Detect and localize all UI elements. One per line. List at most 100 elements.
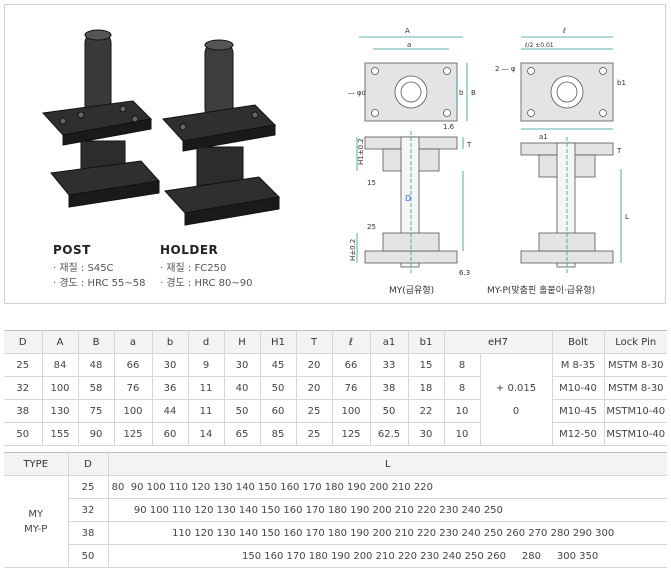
post-caption: POST · 재질 : S45C · 경도 : HRC 55~58: [53, 243, 145, 291]
table-row: 50 150 160 170 180 190 200 210 220 230 2…: [4, 544, 667, 568]
technical-drawing: A a B b 4 — φd H1±0.2 H±0.2 T D 15 25 1.…: [345, 27, 629, 296]
table-cell: 66: [332, 353, 371, 377]
table-row: 50 155 90 125 60 14 65 85 25 125 62.5 30…: [4, 422, 667, 446]
table-cell: 20: [296, 353, 333, 377]
table-cell: 38: [4, 399, 43, 423]
table-cell: 33: [370, 353, 409, 377]
table-cell: [480, 422, 553, 446]
myp-top-view: [520, 36, 614, 130]
table-cell: 100: [114, 399, 153, 423]
table-cell: 50: [260, 376, 297, 400]
table-cell: 44: [152, 399, 189, 423]
table-cell: 84: [42, 353, 79, 377]
table-cell: 15: [408, 353, 445, 377]
col-B: B: [78, 330, 115, 354]
col-A: A: [42, 330, 79, 354]
length-values: 80 90 100 110 120 130 140 150 160 170 18…: [108, 475, 667, 499]
table-cell: 60: [152, 422, 189, 446]
col-bolt: Bolt: [552, 330, 605, 354]
table-cell: 85: [260, 422, 297, 446]
dim-l-half: ℓ/2 ±0.01: [524, 42, 554, 49]
table-cell: 76: [332, 376, 371, 400]
length-values: 150 160 170 180 190 200 210 220 230 240 …: [108, 544, 667, 568]
table-cell: 20: [296, 376, 333, 400]
type-myp: MY-P: [24, 523, 48, 535]
dim-a1: a1: [539, 133, 548, 141]
table-cell: 11: [188, 376, 225, 400]
holder-caption: HOLDER · 재질 : FC250 · 경도 : HRC 80~90: [160, 243, 252, 291]
type-cell: MY MY-P: [4, 475, 69, 568]
table-cell: 45: [260, 353, 297, 377]
table-row: 38 130 75 100 44 11 50 60 25 100 50 22 1…: [4, 399, 667, 423]
table-cell: 50: [370, 399, 409, 423]
table-cell: 38: [68, 521, 109, 545]
dim-25: 25: [367, 223, 376, 231]
table-cell: 10: [444, 422, 481, 446]
table-cell: MSTM10-40: [604, 422, 667, 446]
dim-H: H±0.2: [349, 239, 357, 261]
dim-d: 4 — φd: [345, 89, 366, 97]
col-length-l: L: [108, 452, 667, 476]
table-cell: 76: [114, 376, 153, 400]
dim-16: 1.6: [443, 123, 455, 131]
col-eH7: eH7: [444, 330, 553, 354]
table-cell: 40: [224, 376, 261, 400]
table-cell: 14: [188, 422, 225, 446]
dim-L: L: [625, 213, 629, 221]
holder-hardness: · 경도 : HRC 80~90: [160, 278, 253, 289]
length-table: TYPE D L MY MY-P 25 80 90 100 110 120 13…: [4, 452, 667, 568]
col-H1: H1: [260, 330, 297, 354]
dim-63: 6.3: [459, 269, 470, 277]
post-part: [41, 29, 160, 208]
col-length-d: D: [68, 452, 109, 476]
holder-material: · 재질 : FC250: [160, 263, 227, 274]
table-cell: 10: [444, 399, 481, 423]
table-cell: 25: [4, 353, 43, 377]
table-cell: 22: [408, 399, 445, 423]
table-cell: 66: [114, 353, 153, 377]
my-side-view: [356, 131, 464, 273]
table-cell: 9: [188, 353, 225, 377]
table-cell: 125: [332, 422, 371, 446]
holder-title: HOLDER: [160, 243, 219, 257]
table-cell: 48: [78, 353, 115, 377]
product-panel: POST · 재질 : S45C · 경도 : HRC 55~58 HOLDER…: [4, 4, 666, 304]
table-cell: 18: [408, 376, 445, 400]
table-cell: 32: [4, 376, 43, 400]
table-cell: MSTM 8-30: [604, 353, 667, 377]
col-D: D: [4, 330, 43, 354]
dim-T-right: T: [616, 147, 622, 155]
spec-table: D A B a b d H H1 T ℓ a1 b1 eH7 Bolt Lock…: [4, 330, 667, 446]
table-cell: 32: [68, 498, 109, 522]
dim-B: B: [471, 89, 476, 97]
table-cell: + 0.015: [480, 376, 553, 400]
length-header-row: TYPE D L: [4, 452, 667, 476]
table-cell: 75: [78, 399, 115, 423]
table-cell: MSTM10-40: [604, 399, 667, 423]
col-d: d: [188, 330, 225, 354]
table-cell: 60: [260, 399, 297, 423]
table-row: 25 84 48 66 30 9 30 45 20 66 33 15 8 M 8…: [4, 353, 667, 377]
table-cell: 100: [332, 399, 371, 423]
dim-b1: b1: [617, 79, 626, 87]
table-cell: M 8-35: [552, 353, 605, 377]
my-label: MY(급유형): [389, 285, 434, 296]
table-cell: [480, 353, 553, 377]
col-type: TYPE: [4, 452, 69, 476]
table-cell: 130: [42, 399, 79, 423]
post-title: POST: [53, 243, 91, 257]
col-b: b: [152, 330, 189, 354]
dim-D: D: [405, 194, 411, 203]
col-lock-pin: Lock Pin: [604, 330, 667, 354]
table-cell: 50: [224, 399, 261, 423]
table-cell: 50: [68, 544, 109, 568]
table-row: 38 110 120 130 140 150 160 170 180 190 2…: [4, 521, 667, 545]
product-photo: [41, 29, 281, 226]
table-cell: MSTM 8-30: [604, 376, 667, 400]
table-cell: 25: [296, 422, 333, 446]
dim-15: 15: [367, 179, 376, 187]
table-cell: 8: [444, 376, 481, 400]
post-hardness: · 경도 : HRC 55~58: [53, 278, 146, 289]
table-cell: 125: [114, 422, 153, 446]
table-cell: M10-45: [552, 399, 605, 423]
